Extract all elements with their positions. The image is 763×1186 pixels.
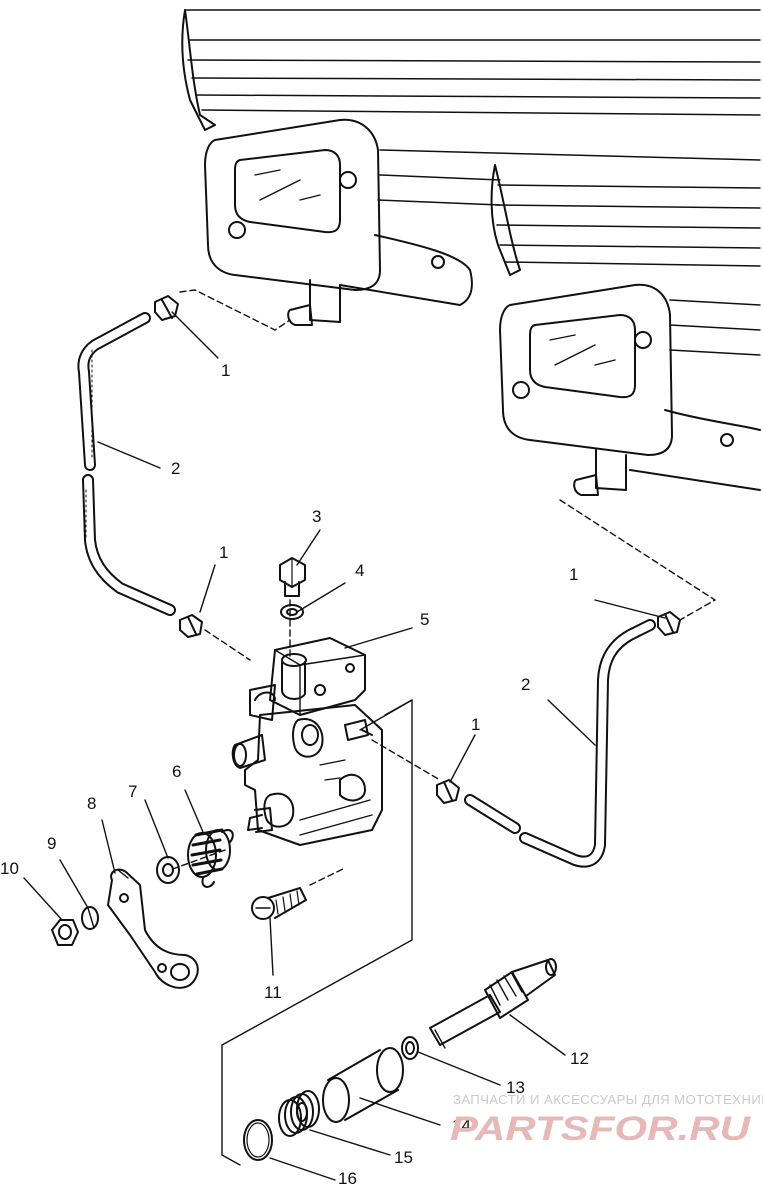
watermark-brand: PARTSFOR.RU (450, 1110, 752, 1148)
callout-2-right: 2 (521, 675, 530, 694)
callout-5: 5 (420, 610, 429, 629)
spring-6 (187, 828, 234, 888)
spring-15 (278, 1090, 320, 1137)
leader-lines (23, 311, 666, 1181)
intake-flange-right (499, 283, 673, 496)
callout-11: 11 (264, 983, 282, 1002)
o-ring-13 (401, 1036, 419, 1060)
drive-shaft-12 (429, 958, 557, 1049)
screw-11 (251, 887, 307, 920)
callout-1-right-mid: 1 (471, 715, 480, 734)
intake-flange-left (204, 118, 381, 326)
clamp-1d (436, 779, 460, 804)
washer-4 (280, 604, 304, 620)
clamp-1b (179, 614, 203, 638)
routing-lines (169, 289, 716, 886)
callout-6: 6 (172, 762, 181, 781)
callout-13: 13 (506, 1078, 525, 1097)
o-ring-16 (243, 1119, 273, 1161)
callout-1-top-left: 1 (221, 361, 230, 380)
callout-9: 9 (47, 834, 56, 853)
lockwasher-9 (81, 906, 99, 930)
callout-16: 16 (338, 1169, 357, 1186)
control-lever-8 (107, 868, 199, 989)
oil-pump-5 (231, 637, 383, 846)
callout-4: 4 (355, 561, 364, 580)
callout-1-right-top: 1 (569, 565, 578, 584)
bracket-lines (221, 699, 413, 1166)
callout-1-mid-left: 1 (219, 543, 228, 562)
clamp-1a (154, 295, 179, 321)
cylinder-right (490, 164, 761, 491)
watermark-tagline: ЗАПЧАСТИ И АКСЕССУАРЫ ДЛЯ МОТОТЕХНИКИ (453, 1092, 763, 1107)
callout-7: 7 (128, 782, 137, 801)
hose-right (464, 619, 656, 868)
cylinder-left (181, 9, 761, 306)
callout-2-left: 2 (171, 459, 180, 478)
washer-7 (156, 856, 180, 884)
callout-12: 12 (570, 1049, 589, 1068)
callout-15: 15 (394, 1148, 413, 1167)
sleeve-14 (322, 1047, 404, 1123)
watermark: ЗАПЧАСТИ И АКСЕССУАРЫ ДЛЯ МОТОТЕХНИКИ PA… (450, 1092, 763, 1148)
clamp-1c (657, 611, 681, 636)
hose-left (77, 312, 176, 616)
banjo-bolt-3 (279, 557, 306, 597)
callout-8: 8 (87, 794, 96, 813)
nut-10 (51, 919, 79, 946)
callout-3: 3 (312, 507, 321, 526)
callout-10: 10 (0, 859, 19, 878)
callout-14: 14 (452, 1116, 471, 1135)
callout-labels: 1 2 1 3 4 5 1 2 1 6 7 8 9 10 11 12 13 14… (0, 361, 589, 1186)
